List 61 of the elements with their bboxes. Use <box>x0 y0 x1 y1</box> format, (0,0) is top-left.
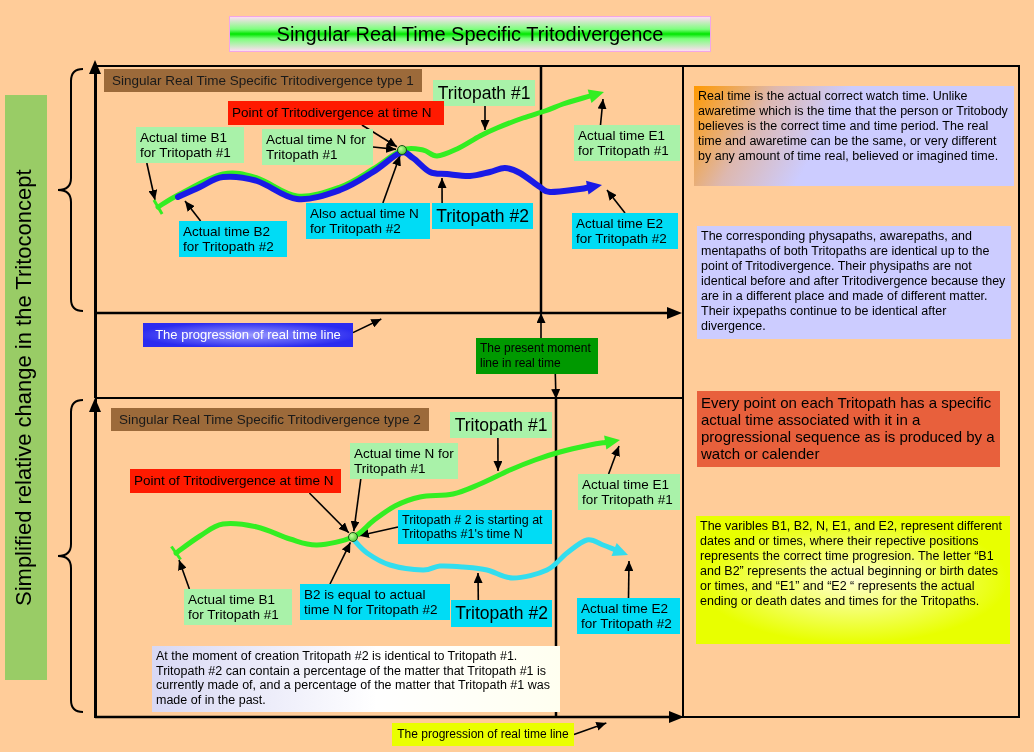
leader-arrow <box>473 572 483 601</box>
leader-arrow <box>493 437 503 472</box>
leader-arrow <box>536 312 546 339</box>
divergence-point <box>397 145 407 155</box>
leader-arrow <box>624 560 634 599</box>
callout-label: Actual time B1 for Tritopath #1 <box>184 589 292 625</box>
leader-arrow <box>184 200 202 222</box>
leader-arrow <box>437 177 447 204</box>
axis-label: The progression of real time line <box>392 723 574 746</box>
callout-label: Tritopath #1 <box>450 412 552 438</box>
callout-label: Tritopath # 2 is starting at Tritopaths #1's time N <box>398 510 552 544</box>
leader-arrow <box>329 541 352 585</box>
leader-arrow <box>606 189 626 214</box>
callout-label: Tritopath #2 <box>432 203 533 229</box>
callout-label: Actual time E2 for Tritopath #2 <box>572 213 678 249</box>
time-axis <box>97 307 682 319</box>
leader-arrow <box>372 143 397 153</box>
callout-label: Actual time E1 for Tritopath #1 <box>578 474 680 510</box>
callout-label: Actual time N for Tritopath #1 <box>262 129 373 165</box>
callout-label: Point of Tritodivergence at time N <box>228 101 444 125</box>
leader-arrow <box>551 373 561 400</box>
leader-arrow <box>573 722 608 736</box>
axis-label: The progression of real time line <box>143 323 353 347</box>
leader-arrow <box>178 559 191 590</box>
note-panel: At the moment of creation Tritopath #2 is identical to Tritopath #1. Tritopath #2 can contain a percentage of the matter that Tritopath #1 is currently made of, and a percentage of the matter that Tritopath #1 was made of in the past. <box>152 646 560 712</box>
callout-label: Point of Tritodivergence at time N <box>130 469 341 493</box>
leader-arrow <box>146 162 158 201</box>
callout-label: Actual time E2 for Tritopath #2 <box>577 598 680 634</box>
leader-arrow <box>361 124 398 148</box>
vertical-heading: Simplified relative change in the Tritoconcept <box>5 95 47 680</box>
note-panel: The corresponding physapaths, awarepaths, and mentapaths of both Tritopaths are identical up to the point of Tritodivergence. Their physipaths are not identical before and after Tritodivergence because they are in a different place and made of different matter. Their ixpepaths continue to be identical after divergence. <box>697 226 1011 339</box>
leader-arrow <box>308 492 350 534</box>
leader-arrow <box>350 478 362 532</box>
leader-arrow <box>352 318 383 334</box>
callout-label: Tritopath #2 <box>451 600 552 627</box>
title-banner: Singular Real Time Specific Tritodivergence <box>229 16 711 52</box>
callout-label: The present moment line in real time <box>476 338 598 374</box>
leader-arrow <box>382 154 401 204</box>
note-panel: Every point on each Tritopath has a specific actual time associated with it in a progressional sequence as is produced by a watch or calender <box>697 391 1000 467</box>
callout-label: Actual time B2 for Tritopath #2 <box>179 221 287 257</box>
side-panel <box>682 65 1020 718</box>
note-panel: Real time is the actual correct watch time. Unlike awaretime which is the time that the person or Tritobody believes is the correct time and time period. The real time and awaretime can be the same, or very different by any amount of time real, believed or imagined time. <box>694 86 1014 186</box>
leader-arrow <box>358 526 399 538</box>
present-moment-line <box>539 67 543 313</box>
leader-arrow <box>480 105 490 131</box>
callout-label: Tritopath #1 <box>433 80 535 106</box>
panel-heading: Singular Real Time Specific Tritodivergence type 1 <box>104 69 422 92</box>
callout-label: Actual time B1 for Tritopath #1 <box>136 127 244 163</box>
note-panel: The varibles B1, B2, N, E1, and E2, represent different dates and or times, where their repective positions represents the correct time progresion. The letter “B1 and B2” represents the actual beginning or birth dates or times, and “E1” and “E2 “ represents the actual ending or death dates and times for the Tritopaths. <box>696 516 1010 644</box>
callout-label: B2 is equal to actual time N for Tritopath #2 <box>300 584 450 620</box>
leader-arrow <box>607 445 620 475</box>
callout-label: Actual time E1 for Tritopath #1 <box>574 125 680 161</box>
time-axis <box>95 711 684 723</box>
divergence-point <box>348 532 358 542</box>
callout-label: Actual time N for Tritopath #1 <box>350 443 458 479</box>
leader-arrow <box>597 98 607 126</box>
diagram-panel <box>95 65 684 399</box>
diagram-panel <box>95 397 684 718</box>
panel-heading: Singular Real Time Specific Tritodivergence type 2 <box>111 408 429 431</box>
callout-label: Also actual time N for Tritopath #2 <box>306 203 430 239</box>
present-moment-line <box>554 399 558 716</box>
